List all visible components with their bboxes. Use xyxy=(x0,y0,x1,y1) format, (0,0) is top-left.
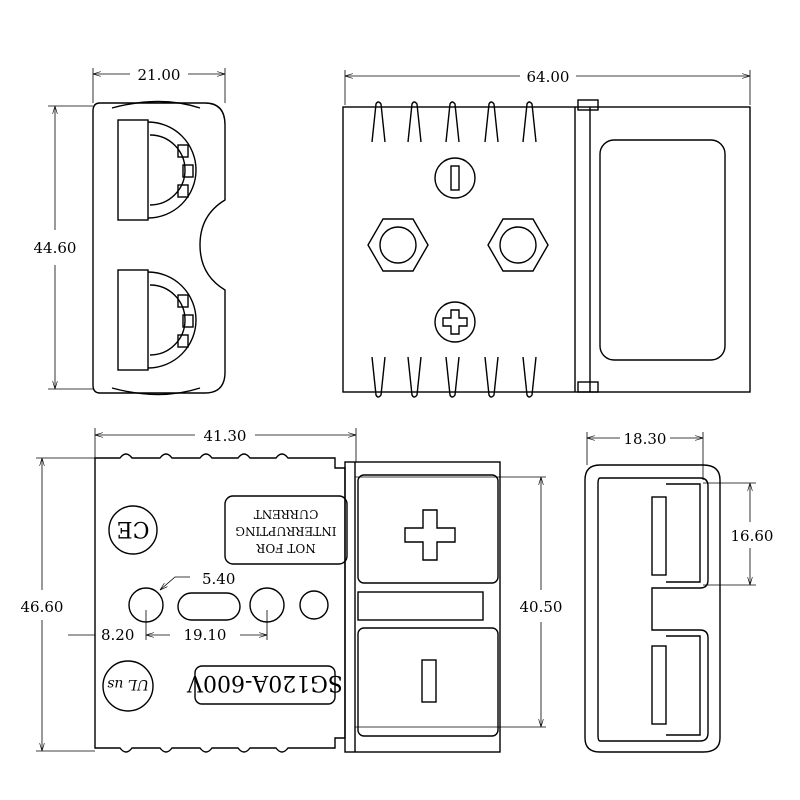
plus-icon xyxy=(404,509,456,561)
dim-hole-offset: 8.20 xyxy=(101,626,134,644)
dim-end-width: 18.30 xyxy=(624,430,667,448)
hex-nut-icon xyxy=(487,218,549,272)
slotted-screw-icon xyxy=(434,157,476,199)
dim-front-width: 41.30 xyxy=(204,427,247,445)
phillips-screw-icon xyxy=(434,301,476,343)
dim-hole-spacing: 19.10 xyxy=(184,626,227,644)
ce-mark: CE xyxy=(117,516,150,541)
ul-mark-icon xyxy=(102,660,154,712)
dim-side-length: 64.00 xyxy=(527,68,570,86)
minus-icon xyxy=(421,659,437,703)
dim-front-height: 46.60 xyxy=(21,598,64,616)
dim-hole-diameter: 5.40 xyxy=(202,570,235,588)
front-view-bottom-left: 41.30 46.60 40.50 CE NOT FOR INTERRUPTIN… xyxy=(21,427,563,753)
dim-top-width: 21.00 xyxy=(138,66,181,84)
end-view-bottom-right: 18.30 16.60 xyxy=(584,430,774,753)
negative-contact xyxy=(357,627,499,737)
dim-end-slot: 16.60 xyxy=(731,527,774,545)
hex-nut-icon xyxy=(367,218,429,272)
warning-line-1: NOT FOR xyxy=(255,541,315,555)
end-view-top-left: 21.00 44.60 xyxy=(34,66,226,396)
ce-mark-icon xyxy=(108,505,158,555)
positive-contact xyxy=(357,474,499,584)
warning-line-2: INTERRUPTING xyxy=(235,524,336,538)
dim-contact-height: 40.50 xyxy=(520,598,563,616)
dim-top-height: 44.60 xyxy=(34,239,77,257)
model-label: SG120A-600V xyxy=(186,670,343,695)
side-view-top-right: 64.00 xyxy=(342,68,751,398)
ul-mark: UL us xyxy=(107,676,149,692)
warning-line-3: CURRENT xyxy=(254,507,319,521)
